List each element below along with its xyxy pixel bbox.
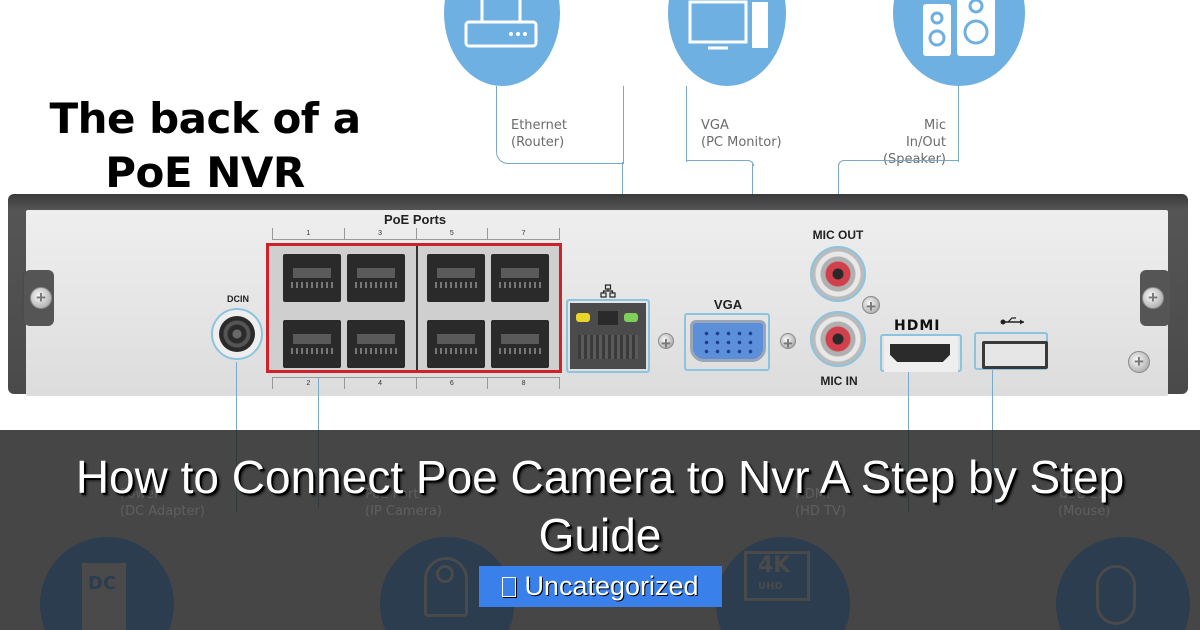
speaker-icon xyxy=(893,0,1025,86)
poe-port-1 xyxy=(283,254,341,302)
screw-icon xyxy=(780,333,796,354)
port-pins xyxy=(578,335,638,359)
hdmi-port xyxy=(884,336,958,372)
label-ethernet: Ethernet (Router) xyxy=(511,118,567,150)
hdmi-label: HDMI xyxy=(894,318,941,334)
category-badge[interactable]: Uncategorized xyxy=(479,566,722,607)
mic-in-label: MIC IN xyxy=(820,374,858,388)
dc-power-jack xyxy=(211,308,263,360)
wire-vga xyxy=(686,86,687,162)
screw-icon xyxy=(30,287,52,309)
pc-monitor-icon xyxy=(668,0,786,86)
diagram-caption: The back of a PoE NVR xyxy=(40,92,370,200)
ethernet-port-outline xyxy=(566,299,650,373)
caption-line-1: The back of a xyxy=(49,94,361,143)
wire-ethernet xyxy=(496,86,624,164)
port-numbers-bottom: 2 4 6 8 xyxy=(272,377,560,389)
mic-out-label: MIC OUT xyxy=(812,228,864,242)
dcin-label: DCIN xyxy=(227,294,249,304)
caption-line-2: PoE NVR xyxy=(105,148,305,197)
poe-port-7 xyxy=(491,254,549,302)
label-ip-camera: PoE Port (IP Camera) xyxy=(365,487,442,519)
usb-icon xyxy=(1000,317,1024,325)
usb-port xyxy=(978,336,1048,370)
mic-in-jack xyxy=(810,311,866,367)
screw-icon xyxy=(1128,351,1150,373)
led-green xyxy=(624,313,638,322)
ethernet-port xyxy=(570,303,646,369)
port-latch xyxy=(598,311,618,325)
folder-icon xyxy=(502,576,517,597)
screw-icon xyxy=(862,296,880,317)
poe-divider xyxy=(416,246,418,370)
poe-port-4 xyxy=(347,320,405,368)
screw-icon xyxy=(1142,287,1164,309)
poe-port-6 xyxy=(427,320,485,368)
poe-ports-label: PoE Ports xyxy=(383,212,447,227)
wire-vga-h xyxy=(686,160,754,166)
label-mic: Mic In/Out (Speaker) xyxy=(882,118,946,167)
label-mouse: USB 2.0 (Mouse) xyxy=(1058,487,1111,519)
poe-ports-highlight xyxy=(266,243,562,373)
poe-port-5 xyxy=(427,254,485,302)
led-yellow xyxy=(576,313,590,322)
poe-port-2 xyxy=(283,320,341,368)
vga-port-outline xyxy=(684,313,770,371)
port-numbers-top: 1 3 5 7 xyxy=(272,228,560,240)
label-vga: VGA (PC Monitor) xyxy=(701,118,782,150)
wire-mic xyxy=(958,86,959,162)
label-dc-adapter: Power (DC Adapter) xyxy=(120,487,205,519)
poe-port-3 xyxy=(347,254,405,302)
label-hd-tv: HDMI (HD TV) xyxy=(795,487,846,519)
network-icon xyxy=(600,284,616,298)
wire-mic-h xyxy=(838,160,959,166)
category-label: Uncategorized xyxy=(524,571,699,601)
screw-icon xyxy=(658,333,674,354)
vga-label: VGA xyxy=(713,297,743,312)
post-title: How to Connect Poe Camera to Nvr A Step … xyxy=(75,451,1125,561)
vga-port xyxy=(690,320,766,362)
mic-out-jack xyxy=(810,246,866,302)
poe-port-8 xyxy=(491,320,549,368)
router-icon xyxy=(444,0,560,86)
